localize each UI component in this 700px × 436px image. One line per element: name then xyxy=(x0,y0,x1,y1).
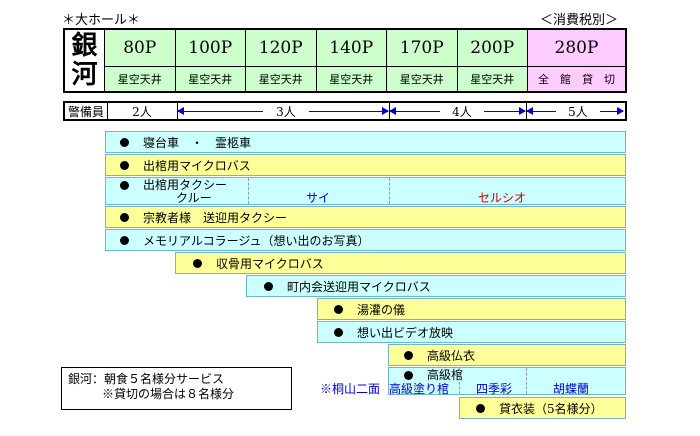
service-bar-microbus: 出棺用マイクロバス xyxy=(105,154,626,176)
bullet-icon xyxy=(404,350,413,360)
divider xyxy=(526,368,527,394)
service-label: 宗教者様 送迎用タクシー xyxy=(143,210,288,225)
venue-name: 銀 河 xyxy=(65,30,105,91)
plan-140: 140P 星空天井 xyxy=(316,30,387,91)
coffin-shikisai: 四季彩 xyxy=(476,382,513,396)
service-label: 出棺用タクシー xyxy=(143,178,228,192)
bullet-icon xyxy=(264,281,273,291)
price-table: 銀 河 80P 星空天井 100P 星空天井 120P 星空天井 140P 星空… xyxy=(63,28,627,93)
service-label: 収骨用マイクロバス xyxy=(216,256,324,271)
guard-count-2: 2人 xyxy=(107,103,178,119)
note-line-1: 銀河：朝食５名様分サービス xyxy=(68,372,225,386)
guard-row: 警備員 2人 3人 4人 5人 xyxy=(63,101,627,121)
plan-120: 120P 星空天井 xyxy=(246,30,317,91)
service-label: 出棺用マイクロバス xyxy=(143,158,251,173)
plan-price: 80P xyxy=(105,30,175,67)
service-label: 想い出ビデオ放映 xyxy=(357,325,454,340)
bullet-icon xyxy=(334,327,343,337)
service-label: 貸衣装（5名様分） xyxy=(499,401,603,416)
plan-170: 170P 星空天井 xyxy=(387,30,458,91)
plan-price: 280P xyxy=(528,30,625,67)
taxi-class-celsior: セルシオ xyxy=(478,191,527,205)
bullet-icon xyxy=(476,403,485,413)
service-bar-memory-video: 想い出ビデオ放映 xyxy=(317,321,626,343)
bullet-icon xyxy=(193,258,202,268)
plan-price: 170P xyxy=(387,30,457,67)
plan-price: 140P xyxy=(316,30,386,67)
plan-price: 100P xyxy=(175,30,245,67)
service-label: メモリアルコラージュ（想い出のお写真） xyxy=(143,233,370,248)
service-bar-premium-coffin: 高級棺 xyxy=(388,367,626,395)
plan-sub: 星空天井 xyxy=(188,72,233,86)
plan-200: 200P 星空天井 xyxy=(457,30,528,91)
service-bar-yukan: 湯灌の儀 xyxy=(317,298,626,320)
plan-price: 200P xyxy=(457,30,527,67)
coffin-lacquer: 高級塗り棺 xyxy=(389,382,450,396)
tax-note: ＜消費税別＞ xyxy=(540,13,619,28)
service-bar-rental-costume: 貸衣装（5名様分） xyxy=(459,397,626,419)
guard-count-3: 3人 xyxy=(263,103,309,119)
service-bar-bone-microbus: 収骨用マイクロバス xyxy=(175,252,626,274)
service-label: 町内会送迎用マイクロバス xyxy=(287,279,431,294)
guard-label: 警備員 xyxy=(65,103,108,119)
bullet-icon xyxy=(120,160,129,170)
service-label: 高級棺 xyxy=(427,368,464,382)
service-bar-clergy-taxi: 宗教者様 送迎用タクシー xyxy=(105,206,626,228)
divider xyxy=(459,368,460,394)
hall-title: ＊大ホール＊ xyxy=(62,13,141,28)
guard-cell-3 xyxy=(177,103,390,119)
service-label: 寝台車 ・ 霊柩車 xyxy=(143,135,252,150)
service-bar-memorial-collage: メモリアルコラージュ（想い出のお写真） xyxy=(105,229,626,251)
bullet-icon xyxy=(120,212,129,222)
plan-100: 100P 星空天井 xyxy=(175,30,246,91)
venue-char-2: 河 xyxy=(71,59,98,90)
service-bar-premium-robe: 高級仏衣 xyxy=(388,344,626,366)
bullet-icon xyxy=(120,137,129,147)
service-label: 高級仏衣 xyxy=(427,348,476,363)
breakfast-note: 銀河：朝食５名様分サービス ※貸切の場合は８名様分 xyxy=(61,367,292,410)
plan-sub: 全 館 貸 切 xyxy=(538,72,615,86)
service-bar-hearse: 寝台車 ・ 霊柩車 xyxy=(105,131,626,153)
plan-sub: 星空天井 xyxy=(399,72,444,86)
service-bar-taxi: 出棺用タクシー クルー サイ セルシオ xyxy=(105,177,626,205)
plan-280-exclusive: 280P 全 館 貸 切 xyxy=(528,30,625,91)
divider xyxy=(248,178,249,204)
plan-sub: 星空天井 xyxy=(258,72,303,86)
guard-count-4: 4人 xyxy=(440,103,484,119)
coffin-kochoran: 胡蝶蘭 xyxy=(553,382,590,396)
plan-sub: 星空天井 xyxy=(329,72,374,86)
taxi-class-sai: サイ xyxy=(306,191,331,205)
venue-char-1: 銀 xyxy=(71,30,98,61)
bullet-icon xyxy=(120,235,129,245)
taxi-class-crew: クルー xyxy=(176,191,212,205)
service-bar-community-microbus: 町内会送迎用マイクロバス xyxy=(246,275,626,297)
guard-count-5: 5人 xyxy=(556,103,600,119)
divider xyxy=(389,178,390,204)
bullet-icon xyxy=(334,304,343,314)
coffin-kiri: ※桐山二面 xyxy=(320,382,381,396)
plan-price: 120P xyxy=(246,30,316,67)
plan-sub: 星空天井 xyxy=(117,72,162,86)
plan-sub: 星空天井 xyxy=(470,72,515,86)
service-label: 湯灌の儀 xyxy=(357,302,406,317)
bullet-icon xyxy=(404,371,413,380)
guard-cell-4 xyxy=(389,103,527,119)
note-line-2: ※貸切の場合は８名様分 xyxy=(102,387,235,401)
bullet-icon xyxy=(120,181,129,190)
plan-80: 80P 星空天井 xyxy=(105,30,176,91)
